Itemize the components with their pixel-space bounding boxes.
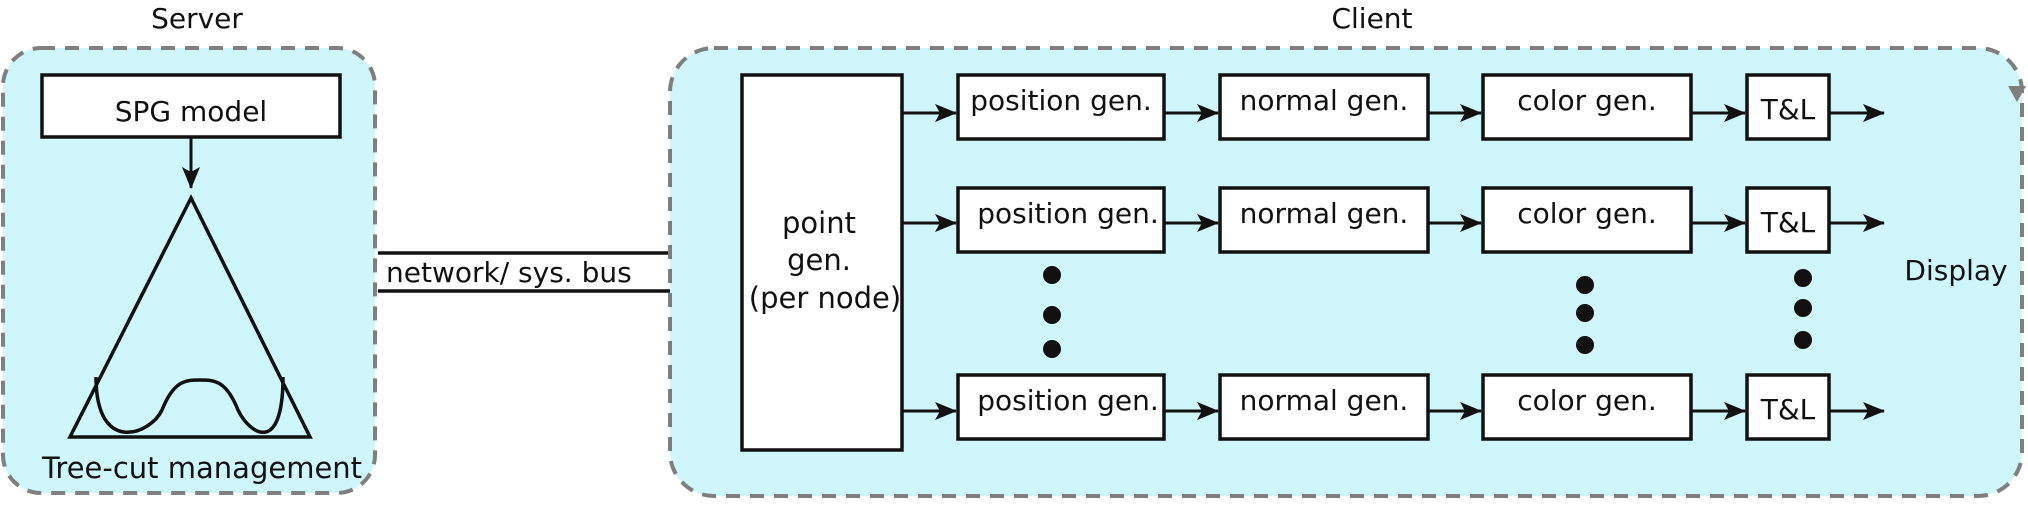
server-title: Server (151, 2, 243, 35)
ellipsis-dot (1043, 266, 1061, 284)
ellipsis-dot (1794, 269, 1812, 287)
tl-box (1745, 73, 1831, 141)
normal-gen-box (1218, 73, 1430, 141)
ellipsis-dot (1576, 276, 1594, 294)
tl-box (1745, 373, 1831, 441)
position-gen-label: position gen. (970, 84, 1151, 117)
position-gen-label: position gen. (977, 197, 1158, 230)
ellipsis-dot (1043, 340, 1061, 358)
normal-gen-label: normal gen. (1240, 197, 1409, 230)
ellipsis-dot (1794, 299, 1812, 317)
tree-triangle (67, 194, 313, 439)
position-gen-box (956, 73, 1166, 141)
network-bus-label: network/ sys. bus (386, 256, 632, 289)
color-gen-box (1481, 186, 1693, 254)
pipeline-row-1: position gen. normal gen. color gen. T&L (902, 73, 1885, 141)
normal-gen-box (1218, 186, 1430, 254)
point-gen-line-1: point (782, 206, 856, 240)
point-gen-line-2: gen. (787, 243, 851, 277)
tree-cut-label: Tree-cut management (41, 451, 362, 485)
color-gen-label: color gen. (1517, 84, 1657, 117)
position-gen-box (956, 373, 1166, 441)
tl-label: T&L (1760, 93, 1816, 126)
tl-box (1745, 186, 1831, 254)
tl-label: T&L (1760, 206, 1816, 239)
point-gen-line-3: (per node) (749, 281, 901, 315)
ellipsis-tl-column (1794, 269, 1812, 349)
ellipsis-dot (1576, 336, 1594, 354)
position-gen-label: position gen. (977, 384, 1158, 417)
color-gen-box (1481, 373, 1693, 441)
pipeline-row-3: position gen. normal gen. color gen. T&L (902, 373, 1885, 441)
point-gen-box (740, 73, 904, 452)
display-label: Display (1904, 254, 2007, 287)
tl-label: T&L (1760, 393, 1816, 426)
position-gen-box (956, 186, 1166, 254)
ellipsis-dot (1794, 331, 1812, 349)
color-gen-label: color gen. (1517, 384, 1657, 417)
ellipsis-dot (1043, 306, 1061, 324)
normal-gen-label: normal gen. (1240, 84, 1409, 117)
color-gen-label: color gen. (1517, 197, 1657, 230)
spg-model-label: SPG model (115, 95, 267, 128)
normal-gen-box (1218, 373, 1430, 441)
client-corner-arrowhead (2008, 86, 2026, 102)
client-title: Client (1331, 2, 1412, 35)
normal-gen-label: normal gen. (1240, 384, 1409, 417)
ellipsis-dot (1576, 304, 1594, 322)
pipeline-row-2: position gen. normal gen. color gen. T&L (902, 186, 1885, 254)
ellipsis-color-column (1576, 276, 1594, 354)
spg-model-box (40, 73, 342, 139)
ellipsis-position-column (1043, 266, 1061, 358)
tree-cut-curve (94, 376, 285, 435)
color-gen-box (1481, 73, 1693, 141)
